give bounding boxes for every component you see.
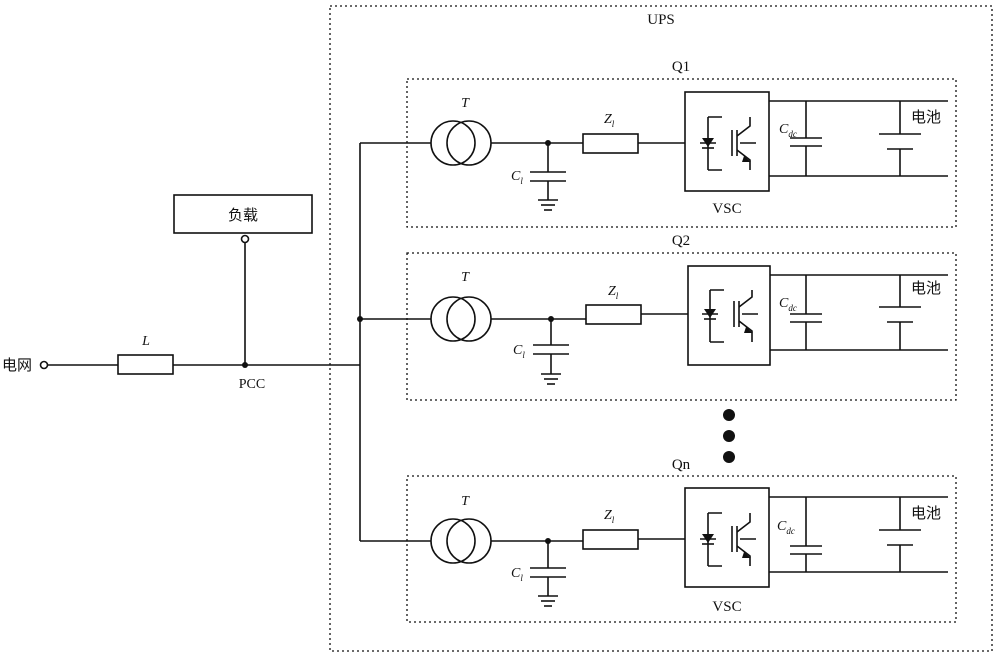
line-impedance bbox=[583, 134, 638, 153]
ellipsis-dot bbox=[723, 430, 735, 442]
filter-capacitor bbox=[530, 143, 566, 200]
impedance-label: Zl bbox=[604, 112, 615, 129]
vsc-converter bbox=[685, 488, 769, 587]
ups-label: UPS bbox=[647, 12, 675, 28]
filter-capacitor bbox=[533, 319, 569, 374]
module-q1: Q1 T Cl Zl bbox=[360, 59, 956, 227]
dc-cap-label: Cdc bbox=[779, 122, 797, 139]
battery-label: 电池 bbox=[911, 279, 941, 297]
battery-label: 电池 bbox=[911, 108, 941, 126]
transformer bbox=[431, 519, 491, 563]
filter-cap-label: Cl bbox=[511, 566, 523, 583]
module-label: Q1 bbox=[672, 59, 690, 75]
load-label: 负载 bbox=[228, 206, 258, 224]
module-label: Qn bbox=[672, 457, 691, 473]
ellipsis-dot bbox=[723, 409, 735, 421]
transformer-label: T bbox=[461, 96, 470, 111]
line-impedance bbox=[586, 305, 641, 324]
grid-label: 电网 bbox=[2, 356, 32, 374]
transformer bbox=[431, 297, 491, 341]
filter-cap-label: Cl bbox=[513, 343, 525, 360]
filter-cap-label: Cl bbox=[511, 169, 523, 186]
ground-icon bbox=[541, 374, 561, 384]
module-q2: Q2 T Cl Zl bbox=[360, 233, 956, 400]
load-terminal bbox=[242, 236, 249, 243]
transformer bbox=[431, 121, 491, 165]
line-impedance bbox=[583, 530, 638, 549]
vsc-converter bbox=[688, 266, 770, 365]
ground-icon bbox=[538, 596, 558, 606]
grid-terminal bbox=[41, 362, 48, 369]
dc-cap-label: Cdc bbox=[777, 519, 795, 536]
converter-label: VSC bbox=[712, 599, 741, 615]
ellipsis-dot bbox=[723, 451, 735, 463]
ups-boundary bbox=[330, 6, 992, 651]
converter-label: VSC bbox=[712, 201, 741, 217]
filter-capacitor bbox=[530, 541, 566, 596]
impedance-label: Zl bbox=[608, 284, 619, 301]
module-qn: Qn T Cl Zl bbox=[360, 457, 956, 622]
inductor-l bbox=[118, 355, 173, 374]
inductor-label: L bbox=[141, 334, 150, 349]
impedance-label: Zl bbox=[604, 508, 615, 525]
ground-icon bbox=[538, 200, 558, 210]
module-label: Q2 bbox=[672, 233, 690, 249]
battery-label: 电池 bbox=[911, 504, 941, 522]
transformer-label: T bbox=[461, 270, 470, 285]
dc-cap-label: Cdc bbox=[779, 296, 797, 313]
transformer-label: T bbox=[461, 494, 470, 509]
vsc-converter bbox=[685, 92, 769, 191]
pcc-label: PCC bbox=[239, 377, 265, 392]
